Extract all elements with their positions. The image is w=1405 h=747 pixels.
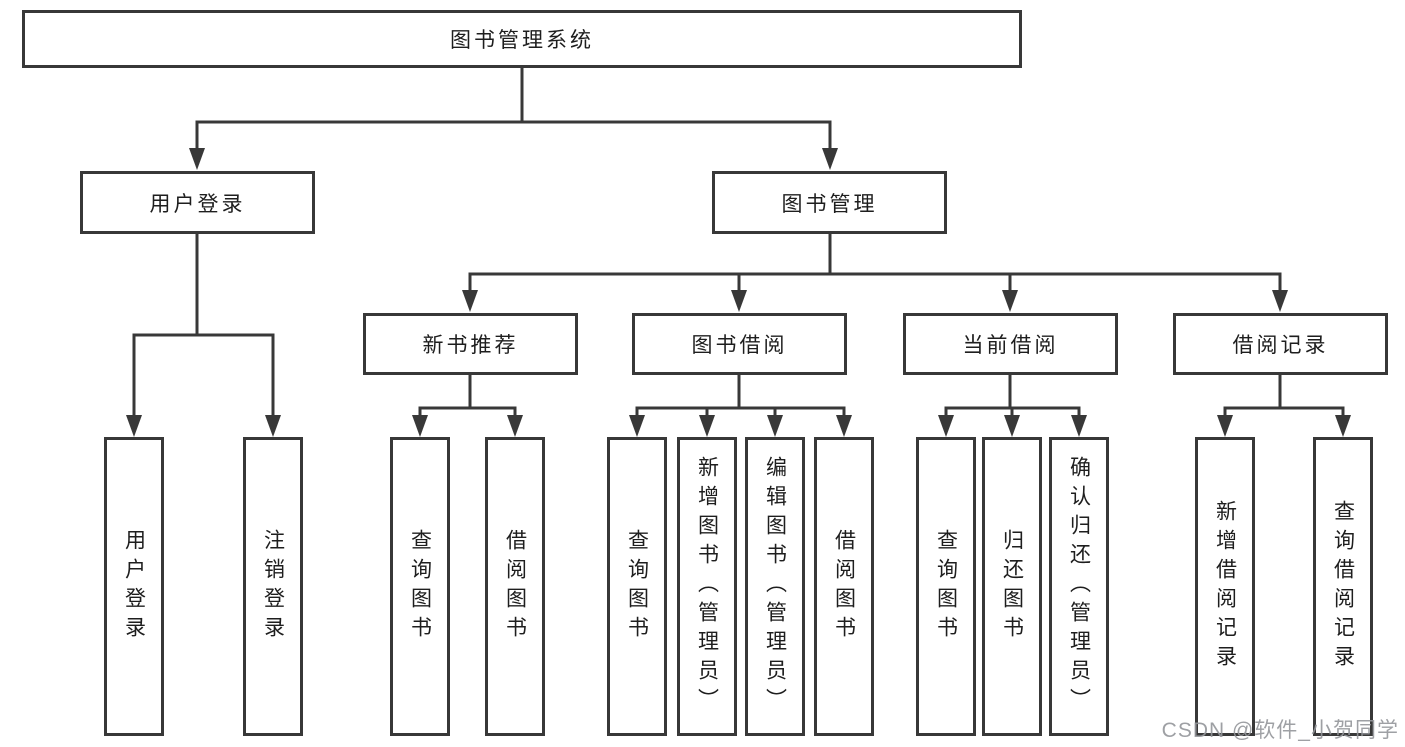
arrowhead: [1004, 415, 1020, 437]
leaf-label: 新增借阅记录: [1213, 499, 1237, 674]
leaf-query-borrow-record: 查询借阅记录: [1313, 437, 1373, 736]
leaf-label: 归还图书: [1000, 528, 1024, 645]
leaf-return-books: 归还图书: [982, 437, 1042, 736]
arrowhead: [1071, 415, 1087, 437]
arrowhead: [265, 415, 281, 437]
leaf-query-books-recommend: 查询图书: [390, 437, 450, 736]
node-current-borrowing: 当前借阅: [903, 313, 1118, 375]
arrowheads: [126, 148, 1351, 437]
leaf-borrow-books: 借阅图书: [814, 437, 874, 736]
leaf-label: 查询借阅记录: [1331, 499, 1355, 674]
leaf-label: 查询图书: [625, 528, 649, 645]
leaf-label: 用户登录: [122, 528, 146, 645]
arrowhead: [822, 148, 838, 170]
connector-current-borrow: [944, 373, 1081, 418]
node-new-book-recommend: 新书推荐: [363, 313, 578, 375]
leaf-add-borrow-record: 新增借阅记录: [1195, 437, 1255, 736]
arrowhead: [1335, 415, 1351, 437]
arrowhead: [731, 290, 747, 312]
node-book-borrowing: 图书借阅: [632, 313, 847, 375]
node-borrow-records: 借阅记录: [1173, 313, 1388, 375]
leaf-label: 新增图书（管理员）: [695, 456, 719, 717]
leaf-query-books-borrow: 查询图书: [607, 437, 667, 736]
leaf-add-book-admin: 新增图书（管理员）: [677, 437, 737, 736]
leaf-label: 借阅图书: [832, 528, 856, 645]
leaf-label: 查询图书: [408, 528, 432, 645]
node-user-login: 用户登录: [80, 171, 315, 234]
arrowhead: [699, 415, 715, 437]
connector-borrow-records: [1223, 373, 1345, 418]
arrowhead: [412, 415, 428, 437]
arrowhead: [938, 415, 954, 437]
arrowhead: [189, 148, 205, 170]
leaf-label: 编辑图书（管理员）: [763, 456, 787, 717]
connector-new-book: [418, 373, 517, 418]
leaf-label: 注销登录: [261, 528, 285, 645]
arrowhead: [126, 415, 142, 437]
node-library-system: 图书管理系统: [22, 10, 1022, 68]
arrowhead: [767, 415, 783, 437]
leaf-logout: 注销登录: [243, 437, 303, 736]
arrowhead: [836, 415, 852, 437]
csdn-watermark: CSDN @软件_小贺同学: [1161, 719, 1399, 742]
arrowhead: [462, 290, 478, 312]
leaf-label: 查询图书: [934, 528, 958, 645]
connector-book-management: [468, 232, 1282, 294]
leaf-label: 确认归还（管理员）: [1067, 456, 1091, 717]
connector-book-borrow: [635, 373, 846, 418]
node-book-management: 图书管理: [712, 171, 947, 234]
leaf-borrow-books-recommend: 借阅图书: [485, 437, 545, 736]
arrowhead: [507, 415, 523, 437]
leaf-user-login: 用户登录: [104, 437, 164, 736]
arrowhead: [1272, 290, 1288, 312]
connector-user-login: [132, 232, 275, 418]
leaf-query-books-current: 查询图书: [916, 437, 976, 736]
arrowhead: [1217, 415, 1233, 437]
connector-root: [195, 66, 832, 152]
leaf-confirm-return-admin: 确认归还（管理员）: [1049, 437, 1109, 736]
leaf-edit-book-admin: 编辑图书（管理员）: [745, 437, 805, 736]
arrowhead: [629, 415, 645, 437]
arrowhead: [1002, 290, 1018, 312]
leaf-label: 借阅图书: [503, 528, 527, 645]
